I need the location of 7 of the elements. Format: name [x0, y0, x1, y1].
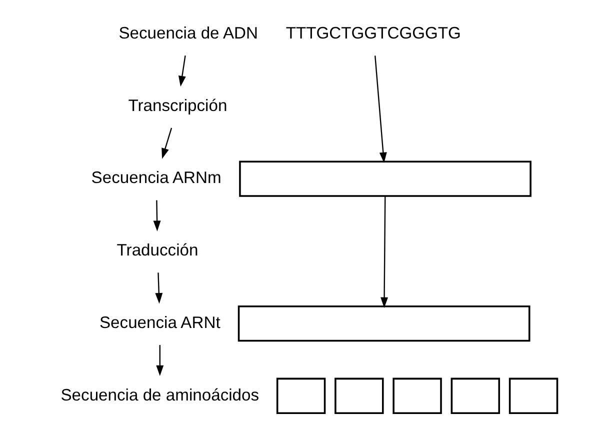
- node-text: Secuencia ARNm: [90, 168, 221, 188]
- node-text: Transcripción: [128, 96, 227, 115]
- node-text: Secuencia ARNt: [98, 312, 220, 332]
- node-text: Traducción: [116, 240, 198, 260]
- node-text: Secuencia de ADN: [118, 24, 258, 43]
- node-text: Secuencia de aminoácidos: [60, 385, 259, 404]
- node-text: TTTGCTGGTCGGGTG: [285, 24, 460, 43]
